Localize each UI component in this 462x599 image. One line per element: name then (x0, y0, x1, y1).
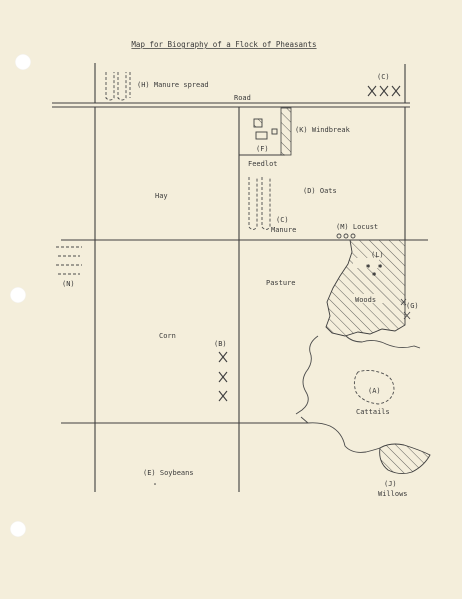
cattails-area (353, 369, 395, 405)
pheasant-sighting-xxx (367, 85, 401, 97)
manure-strips (248, 177, 271, 230)
dot-mark (154, 483, 156, 485)
locust-label: (M) Locust (336, 223, 378, 231)
creek-line (300, 416, 381, 453)
f-marker: (F) (256, 145, 269, 153)
building-icon (255, 131, 268, 140)
pheasant-sighting-xxx (218, 351, 228, 402)
c-marker-mid: (C) (276, 216, 289, 224)
willows-label: Willows (378, 490, 408, 498)
tree-star-icon: ✱ (378, 262, 383, 270)
woods-label: Woods (355, 296, 376, 304)
manure-spread-marks (105, 72, 131, 101)
b-marker: (B) (214, 340, 227, 348)
manure-label: Manure (271, 226, 296, 234)
feedlot-label: Feedlot (248, 160, 278, 168)
pasture-label: Pasture (266, 279, 296, 287)
oats-label: (D) Oats (303, 187, 337, 195)
l-marker: (L) (371, 251, 384, 259)
windbreak-label: (K) Windbreak (295, 126, 351, 134)
g-marker: (G) (406, 302, 419, 310)
binder-hole (15, 54, 31, 70)
willows-hatch (379, 443, 431, 475)
binder-hole (10, 521, 26, 537)
tree-star-icon: ✱ (372, 270, 377, 278)
tree-star-icon: ✱ (366, 262, 371, 270)
a-marker: (A) (368, 387, 381, 395)
c-marker-top: (C) (377, 73, 390, 81)
manure-spread-label: (H) Manure spread (137, 81, 209, 89)
j-marker: (J) (384, 480, 397, 488)
soybeans-label: (E) Soybeans (143, 469, 194, 477)
l-label-bg (353, 258, 379, 268)
x-mark-icon (400, 298, 407, 306)
cattails-label: Cattails (356, 408, 390, 416)
windbreak-hatch (280, 107, 292, 156)
x-mark-icon (403, 311, 411, 320)
locust-trees (336, 233, 356, 239)
n-marker: (N) (62, 280, 75, 288)
binder-hole (10, 287, 26, 303)
creek-line (295, 335, 319, 415)
creek-line (345, 335, 421, 349)
building-icon (253, 118, 263, 128)
woods-hatch (325, 239, 406, 337)
corn-label: Corn (159, 332, 176, 340)
map-title: Map for Biography of a Flock of Pheasant… (131, 40, 316, 49)
woods-label-bg (353, 294, 383, 303)
n-area-marks (56, 246, 82, 275)
hay-label: Hay (155, 192, 168, 200)
road-label: Road (234, 94, 251, 102)
building-icon (271, 128, 278, 135)
